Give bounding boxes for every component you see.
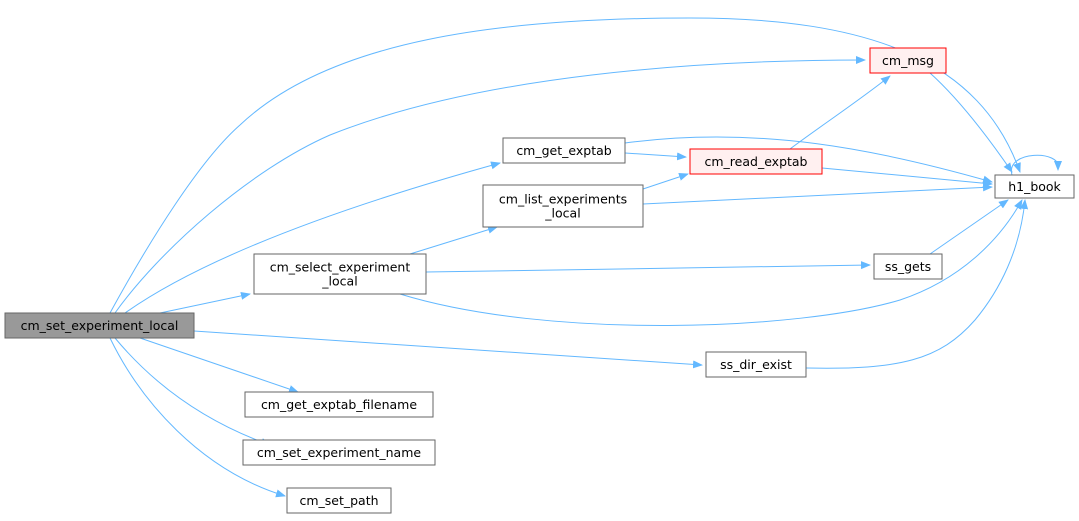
node-label: cm_set_experiment_name bbox=[257, 445, 421, 460]
edge-line bbox=[624, 136, 993, 184]
edge-cm_list_experiments_local-to-cm_read_exptab bbox=[642, 173, 689, 190]
edge-cm_read_exptab-to-h1_book bbox=[821, 167, 993, 188]
node-label: cm_list_experiments bbox=[499, 192, 627, 207]
node-box bbox=[482, 184, 644, 228]
edge-line bbox=[124, 161, 501, 314]
edge-line bbox=[642, 183, 993, 205]
node-label: _local bbox=[544, 206, 580, 221]
node-h1_book[interactable]: h1_book bbox=[994, 174, 1075, 199]
edge-cm_select_experiment_local-to-ss_gets bbox=[425, 261, 871, 273]
node-box bbox=[502, 137, 626, 164]
edge-line bbox=[409, 225, 498, 255]
node-cm_set_experiment_name[interactable]: cm_set_experiment_name bbox=[242, 439, 436, 466]
node-cm_read_exptab[interactable]: cm_read_exptab bbox=[689, 148, 823, 175]
edge-cm_set_experiment_local-to-cm_set_path bbox=[109, 337, 286, 498]
node-label: h1_book bbox=[1008, 179, 1061, 194]
edge-line bbox=[114, 56, 866, 314]
node-box bbox=[244, 391, 434, 418]
edge-cm_set_experiment_local-to-cm_get_exptab bbox=[124, 161, 501, 314]
node-box bbox=[253, 253, 427, 295]
edge-cm_list_experiments_local-to-h1_book bbox=[642, 183, 993, 205]
edge-line bbox=[1011, 154, 1058, 175]
edge-cm_set_experiment_local-to-cm_msg bbox=[114, 56, 866, 314]
node-cm_get_exptab[interactable]: cm_get_exptab bbox=[502, 137, 626, 164]
edge-line bbox=[805, 199, 1029, 369]
node-ss_gets[interactable]: ss_gets bbox=[873, 253, 943, 280]
edge-line bbox=[114, 337, 271, 446]
edge-cm_set_experiment_local-to-ss_dir_exist bbox=[193, 330, 703, 369]
edges-layer bbox=[109, 17, 1058, 498]
node-box bbox=[873, 253, 943, 280]
edge-cm_set_experiment_local-to-cm_set_experiment_name bbox=[114, 337, 271, 446]
node-label: cm_get_exptab bbox=[516, 143, 611, 158]
edge-line bbox=[642, 173, 689, 190]
node-cm_select_experiment_local[interactable]: cm_select_experiment_local bbox=[253, 253, 427, 295]
node-label: cm_msg bbox=[882, 53, 934, 68]
node-cm_msg[interactable]: cm_msg bbox=[869, 47, 947, 74]
edge-line bbox=[109, 337, 286, 498]
edge-cm_set_experiment_local-to-cm_get_exptab_filename bbox=[139, 337, 299, 393]
node-label: cm_set_path bbox=[299, 493, 378, 508]
node-cm_list_experiments_local[interactable]: cm_list_experiments_local bbox=[482, 184, 644, 228]
edge-ss_gets-to-h1_book bbox=[929, 199, 1009, 255]
node-box bbox=[869, 47, 947, 74]
edge-cm_select_experiment_local-to-h1_book bbox=[399, 199, 1023, 327]
edge-cm_read_exptab-to-cm_msg bbox=[789, 75, 891, 150]
node-cm_set_path[interactable]: cm_set_path bbox=[286, 487, 392, 514]
edge-cm_get_exptab-to-cm_read_exptab bbox=[624, 152, 687, 161]
node-box bbox=[689, 148, 823, 175]
node-label: cm_set_experiment_local bbox=[21, 318, 179, 333]
node-label: ss_gets bbox=[885, 259, 931, 274]
edge-cm_msg-to-h1_book bbox=[929, 72, 1013, 173]
node-box bbox=[994, 174, 1075, 199]
edge-line bbox=[139, 337, 299, 393]
edge-ss_dir_exist-to-h1_book bbox=[805, 199, 1029, 369]
node-box bbox=[242, 439, 436, 466]
edge-line bbox=[425, 261, 871, 273]
edge-cm_set_experiment_local-to-cm_select_experiment_local bbox=[159, 291, 251, 314]
edge-line bbox=[789, 75, 891, 150]
edge-line bbox=[159, 291, 251, 314]
nodes-layer: cm_set_experiment_local cm_get_exptab cm_r… bbox=[4, 47, 1075, 514]
node-label: ss_dir_exist bbox=[720, 357, 792, 372]
edge-h1_book-to-h1_book bbox=[1011, 154, 1058, 175]
node-box bbox=[705, 351, 807, 378]
node-label: cm_get_exptab_filename bbox=[261, 397, 417, 412]
node-cm_set_experiment_local[interactable]: cm_set_experiment_local bbox=[4, 312, 195, 339]
node-box bbox=[286, 487, 392, 514]
node-ss_dir_exist[interactable]: ss_dir_exist bbox=[705, 351, 807, 378]
node-label: cm_select_experiment bbox=[270, 260, 411, 275]
edge-line bbox=[193, 330, 703, 369]
edge-cm_get_exptab-to-h1_book bbox=[624, 136, 993, 184]
edge-line bbox=[399, 199, 1023, 327]
edge-line bbox=[624, 152, 687, 161]
node-label: _local bbox=[321, 274, 357, 289]
edge-cm_select_experiment_local-to-cm_list_experiments_local bbox=[409, 225, 498, 255]
node-label: cm_read_exptab bbox=[705, 154, 808, 169]
node-cm_get_exptab_filename[interactable]: cm_get_exptab_filename bbox=[244, 391, 434, 418]
edge-line bbox=[821, 167, 993, 188]
edge-line bbox=[929, 72, 1013, 173]
node-box bbox=[4, 312, 195, 339]
edge-line bbox=[929, 199, 1009, 255]
